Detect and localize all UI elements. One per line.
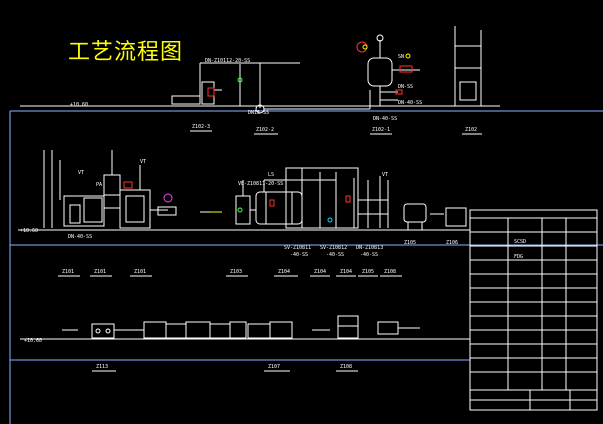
label-z104b: Z104	[340, 269, 352, 275]
pipe-tag-dn40: DN-40-SS	[373, 116, 397, 122]
label-z104a: Z104	[314, 269, 326, 275]
top-section	[20, 26, 500, 114]
top-accents	[207, 44, 411, 97]
label-z102-1: Z102-1	[372, 127, 390, 133]
bottom-labels: +10.60 Z113 Z107 Z108	[24, 338, 352, 370]
tag-dn-z10813b: -40-SS	[360, 252, 378, 258]
pipe-tag-dn15: DN15-SS	[248, 110, 269, 116]
tag-z105: Z105	[404, 240, 416, 246]
label-z103: Z103	[230, 269, 242, 275]
label-z105: Z105	[362, 269, 374, 275]
tag-sv2b: -40-SS	[326, 252, 344, 258]
top-labels: DN-Z10112-20-SS DN15-SS DN-40-SS SN DN-S…	[70, 54, 477, 133]
elevation-bottom: +10.60	[24, 338, 42, 344]
middle-section	[18, 150, 470, 231]
middle-labels: Z101 Z101 Z101 Z103 Z104 Z104 Z104 Z105 …	[62, 269, 396, 275]
elevation-top: +10.60	[70, 102, 88, 108]
tag-z106: Z106	[446, 240, 458, 246]
middle-tags: +10.60 VT PA VT DN-40-SS LS VE-Z10811-20…	[20, 159, 458, 258]
elevation-middle: +10.60	[20, 228, 38, 234]
label-z104: Z104	[278, 269, 290, 275]
top-underlines	[190, 130, 482, 135]
tag-sv1: SV-Z10811	[284, 245, 311, 251]
label-z102-3: Z102-3	[192, 124, 210, 130]
tag-vt1: VT	[78, 170, 84, 176]
table-cell-fdg: FDG	[514, 254, 523, 260]
bottom-section	[20, 315, 470, 340]
tag-pa: PA	[96, 182, 102, 188]
tag-dn40: DN-40-SS	[68, 234, 92, 240]
label-z108-bottom: Z108	[340, 364, 352, 370]
note-tag-1: SN	[398, 54, 404, 60]
drawing-title: 工艺流程图	[68, 40, 184, 65]
pipe-tag-z10112: DN-Z10112-20-SS	[205, 58, 250, 64]
tag-sv1b: -40-SS	[290, 252, 308, 258]
note-tag-3: DN-40-SS	[398, 100, 422, 106]
label-z108: Z108	[384, 269, 396, 275]
middle-accents	[123, 181, 351, 223]
tag-ls: LS	[268, 172, 274, 178]
label-z107: Z107	[268, 364, 280, 370]
label-z101a: Z101	[94, 269, 106, 275]
tag-sv2: SV-Z10812	[320, 245, 347, 251]
drawing-frame	[9, 110, 603, 424]
tag-vt2: VT	[140, 159, 146, 165]
tag-dn-z10813: DN-Z10813	[356, 245, 383, 251]
label-z101b: Z101	[134, 269, 146, 275]
note-tag-2: DN-SS	[398, 84, 413, 90]
label-z101: Z101	[62, 269, 74, 275]
label-z102-2: Z102-2	[256, 127, 274, 133]
label-z102: Z102	[465, 127, 477, 133]
title-block-text: SCSD FDG	[514, 239, 526, 260]
table-cell-scsd: SCSD	[514, 239, 526, 245]
tag-ve: VE-Z10811-20-SS	[238, 181, 283, 187]
label-z113: Z113	[96, 364, 108, 370]
title-block	[469, 209, 598, 411]
tag-vt3: VT	[382, 172, 388, 178]
